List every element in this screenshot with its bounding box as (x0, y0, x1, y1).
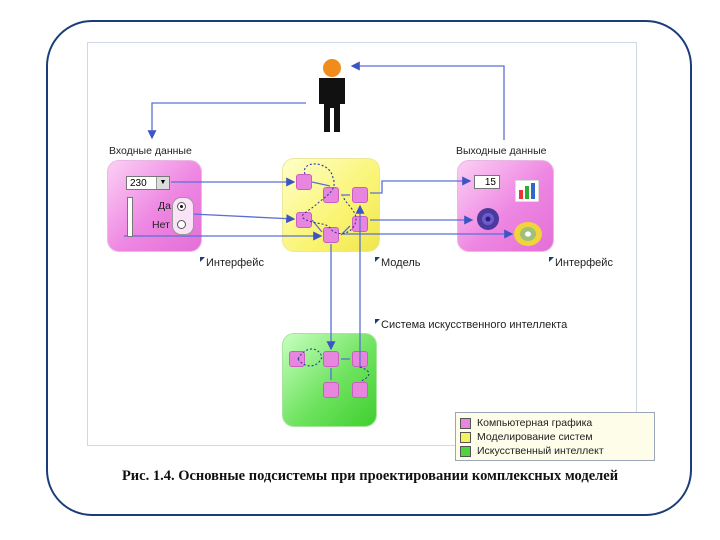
arrow-person-to-input (147, 102, 306, 140)
cd-disc-icon (514, 222, 542, 246)
figure-caption: Рис. 1.4. Основные подсистемы при проект… (121, 468, 619, 484)
legend-swatch (460, 431, 471, 443)
model-node (323, 187, 339, 203)
ai-node (352, 382, 368, 398)
legend-item: Компьютерная графика (460, 416, 650, 430)
legend-label: Искусственный интеллект (477, 445, 604, 457)
radio-yes[interactable] (177, 202, 186, 211)
model-node (296, 174, 312, 190)
model-tag: Модель (375, 257, 420, 269)
model-node (352, 187, 368, 203)
arrow-output-to-person (350, 61, 505, 140)
legend-swatch (460, 445, 471, 457)
radio-yes-label: Да (158, 200, 171, 212)
legend-label: Моделирование систем (477, 431, 593, 443)
radio-no-label: Нет (152, 219, 170, 231)
legend-swatch (460, 417, 471, 429)
input-value-combo[interactable]: 230 ▼ (126, 176, 170, 190)
legend-item: Моделирование систем (460, 430, 650, 444)
model-node (323, 227, 339, 243)
legend-item: Искусственный интеллект (460, 444, 650, 458)
input-data-label: Входные данные (109, 145, 192, 157)
ai-node (323, 351, 339, 367)
output-value-field: 15 (474, 175, 500, 189)
speaker-icon (477, 208, 499, 230)
ai-node (323, 382, 339, 398)
interface-left-tag: Интерфейс (200, 257, 264, 269)
combo-value: 230 (130, 178, 147, 189)
chevron-down-icon[interactable]: ▼ (156, 177, 169, 189)
bar-chart-icon (515, 180, 539, 202)
ai-system-tag: Система искусственного интеллекта (375, 319, 567, 331)
input-slider[interactable] (127, 197, 133, 237)
legend-label: Компьютерная графика (477, 417, 593, 429)
interface-right-tag: Интерфейс (549, 257, 613, 269)
model-node (296, 212, 312, 228)
radio-no[interactable] (177, 220, 186, 229)
person-icon (319, 59, 345, 132)
legend: Компьютерная графика Моделирование систе… (455, 412, 655, 461)
output-data-label: Выходные данные (456, 145, 547, 157)
